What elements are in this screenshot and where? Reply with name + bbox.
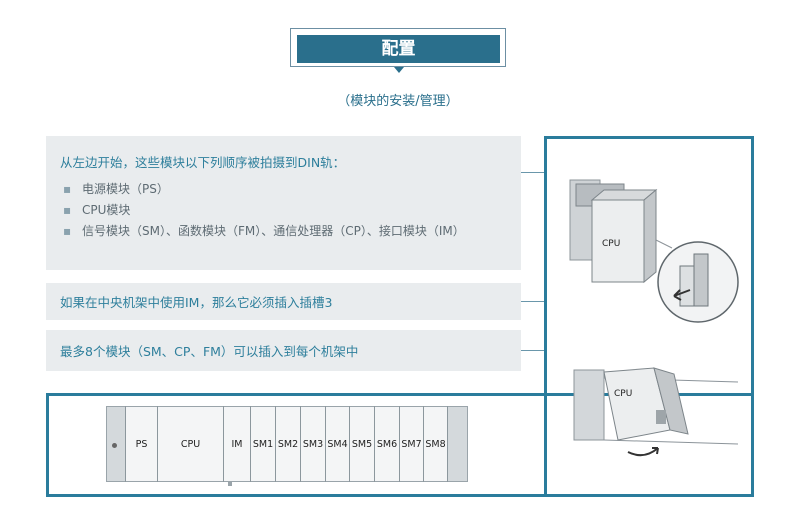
arrow-icon <box>673 289 691 301</box>
cpu-label: CPU <box>614 389 632 399</box>
indicator-icon <box>112 443 117 448</box>
rack-frame <box>46 393 754 497</box>
rail-bracket <box>573 369 605 441</box>
im-slot-text: 如果在中央机架中使用IM，那么它必须插入插槽3 <box>60 295 333 310</box>
slot-sm5: SM5 <box>349 406 374 482</box>
rack-right-rail <box>448 407 467 481</box>
page-subtitle: （模块的安装/管理） <box>337 94 459 109</box>
slot-cpu: CPU <box>157 406 223 482</box>
list-item: ▪电源模块（PS） <box>63 182 169 196</box>
module-order-heading: 从左边开始，这些模块以下列顺序被拍摄到DIN轨： <box>60 155 346 170</box>
bullet-icon: ▪ <box>63 182 72 196</box>
cpu-module <box>591 199 645 283</box>
max-modules-text: 最多8个模块（SM、CP、FM）可以插入到每个机架中 <box>60 344 359 359</box>
slot-sm2: SM2 <box>275 406 300 482</box>
max-modules-panel: 最多8个模块（SM、CP、FM）可以插入到每个机架中 <box>46 330 521 371</box>
bullet-icon: ▪ <box>63 203 72 217</box>
connector-line <box>521 301 544 302</box>
rotate-arrow-icon <box>627 447 659 457</box>
slot-sm1: SM1 <box>250 406 275 482</box>
slot-sm3: SM3 <box>300 406 325 482</box>
slot-ps: PS <box>125 406 157 482</box>
list-item: ▪信号模块（SM）、函数模块（FM）、通信处理器（CP）、接口模块（IM） <box>63 224 465 238</box>
slot-sm6: SM6 <box>374 406 399 482</box>
rack-foot <box>228 482 232 486</box>
slot-sm8: SM8 <box>423 406 448 482</box>
list-item: ▪CPU模块 <box>63 203 131 217</box>
cpu-mounting-illustration: CPU <box>569 179 739 323</box>
page-title: 配置 <box>297 35 500 63</box>
cpu-label: CPU <box>602 239 620 249</box>
slot-sm4: SM4 <box>325 406 349 482</box>
connector-line <box>521 172 544 173</box>
cpu-swing-illustration: CPU <box>573 367 739 457</box>
im-slot-panel: 如果在中央机架中使用IM，那么它必须插入插槽3 <box>46 283 521 320</box>
rack-diagram <box>106 406 468 482</box>
connector-line <box>521 350 544 351</box>
slot-sm7: SM7 <box>399 406 423 482</box>
slot-im: IM <box>223 406 250 482</box>
module-list: ▪电源模块（PS） ▪CPU模块 ▪信号模块（SM）、函数模块（FM）、通信处理… <box>60 181 507 239</box>
bullet-icon: ▪ <box>63 224 72 238</box>
title-pointer-icon <box>394 67 404 73</box>
title-frame <box>290 28 506 67</box>
module-order-panel: 从左边开始，这些模块以下列顺序被拍摄到DIN轨： ▪电源模块（PS） ▪CPU模… <box>46 136 521 270</box>
